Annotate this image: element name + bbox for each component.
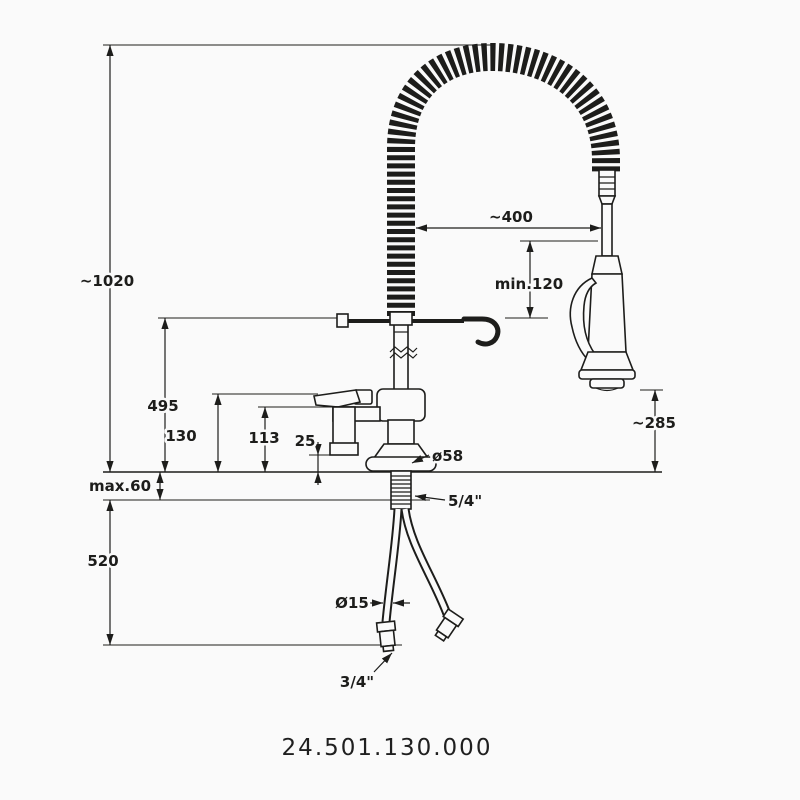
- dim-label-min-clearance: min.120: [495, 275, 563, 293]
- dim-label-thread-size: 5/4": [448, 492, 482, 510]
- aerator: [329, 442, 359, 456]
- riser-tube: [393, 317, 409, 395]
- dim-label-lever-height: 130: [165, 427, 196, 445]
- nozzle-rim: [578, 369, 636, 380]
- spray-holder-arm: [336, 311, 501, 347]
- spray-body: [587, 273, 627, 353]
- dimension-lines: [106, 45, 659, 645]
- supply-hoses: [375, 508, 465, 653]
- lever-handle: [313, 389, 373, 408]
- dim-label-hose-reach: ~400: [489, 208, 533, 226]
- spray-tube: [601, 203, 613, 257]
- dimension-labels: ~1020 495 130 113 25 max.60 520 ~400 min…: [77, 206, 678, 694]
- spray-collar: [591, 255, 623, 275]
- dim-label-spout-height: 113: [248, 429, 279, 447]
- faucet: [313, 311, 501, 653]
- leader-flange-diameter: [411, 454, 430, 464]
- base-flange: [365, 456, 437, 472]
- spray-head: [569, 169, 636, 392]
- base-cone: [372, 443, 430, 459]
- nozzle-flare: [579, 351, 635, 371]
- dim-label-hose-diameter: Ø15: [335, 594, 369, 612]
- base-neck: [387, 419, 415, 445]
- tube-break-symbol: [389, 346, 418, 353]
- leader-lines: [373, 454, 446, 673]
- spout: [329, 406, 381, 456]
- extension-lines: [103, 44, 663, 646]
- nozzle-tip: [589, 378, 625, 389]
- hose-connector-right: [434, 607, 465, 643]
- dim-label-flange-diameter: ø58: [432, 447, 463, 465]
- arm-clamp: [389, 311, 413, 326]
- dim-label-under-counter: 520: [87, 552, 118, 570]
- arm-end-cap: [336, 313, 349, 328]
- dim-label-counter-thickness: max.60: [89, 477, 151, 495]
- dim-label-bracket-height: 495: [147, 397, 178, 415]
- holder-hook: [461, 316, 501, 347]
- mixer-body: [376, 388, 426, 422]
- leader-thread-size: [414, 493, 446, 502]
- threaded-shank: [390, 470, 412, 510]
- dim-label-total-height: ~1020: [80, 272, 134, 290]
- dim-label-outlet-height: 25: [295, 432, 316, 450]
- hose-connector-left: [375, 620, 397, 653]
- dim-label-spray-height: ~285: [632, 414, 676, 432]
- dim-label-connector-size: 3/4": [340, 673, 374, 691]
- product-code: 24.501.130.000: [282, 735, 493, 761]
- leader-connector-size: [373, 652, 393, 673]
- coil-hose: [387, 42, 620, 316]
